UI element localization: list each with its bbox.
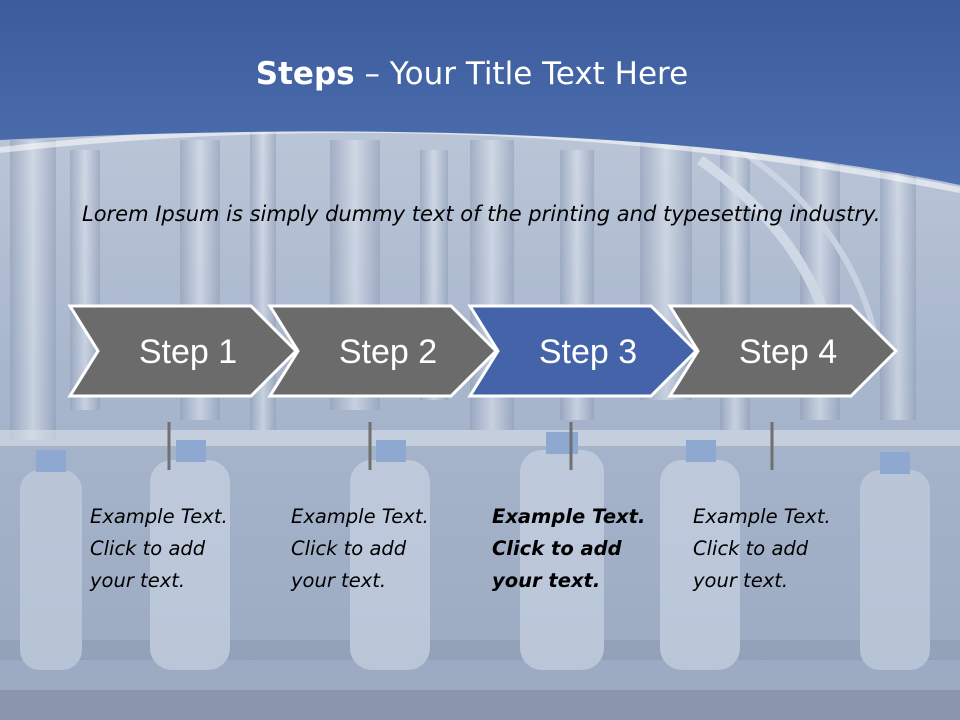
- slide-title: Steps – Your Title Text Here: [0, 52, 944, 96]
- step-chevron-shape: [267, 304, 499, 398]
- step-chevron-shape: [67, 304, 299, 398]
- step-label: Step 3: [539, 333, 637, 371]
- step-1-description[interactable]: Example Text. Click to add your text.: [90, 505, 228, 592]
- step-label: Step 1: [139, 333, 237, 371]
- title-bold-text: Steps: [255, 56, 355, 92]
- step-3-description[interactable]: Example Text. Click to add your text.: [492, 505, 646, 592]
- step-4-description[interactable]: Example Text. Click to add your text.: [693, 505, 831, 592]
- step-label: Step 4: [739, 333, 837, 371]
- header-band: [0, 0, 960, 185]
- step-2-chevron[interactable]: Step 2: [267, 304, 499, 398]
- intro-text: Lorem Ipsum is simply dummy text of the …: [82, 202, 881, 226]
- bottles-backdrop: [0, 430, 960, 720]
- step-chevron-shape: [467, 304, 699, 398]
- step-label: Step 2: [339, 333, 437, 371]
- title-rest-text: – Your Title Text Here: [364, 56, 689, 92]
- step-3-chevron[interactable]: Step 3: [467, 304, 699, 398]
- step-chevron-shape: [667, 304, 899, 398]
- step-2-description[interactable]: Example Text. Click to add your text.: [291, 505, 429, 592]
- step-1-chevron[interactable]: Step 1: [67, 304, 299, 398]
- step-4-chevron[interactable]: Step 4: [667, 304, 899, 398]
